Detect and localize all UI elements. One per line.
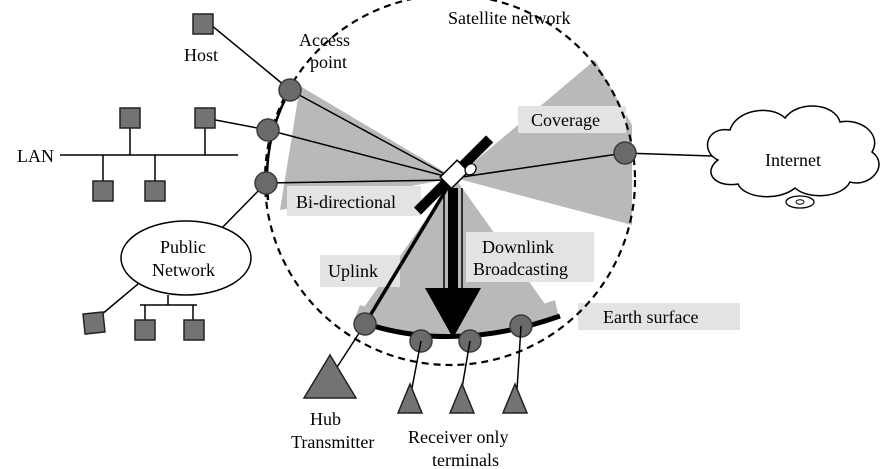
uplink-line — [363, 179, 454, 325]
receiver-line-3 — [516, 325, 522, 391]
access-point-node — [254, 171, 278, 195]
downlink-label-band — [466, 232, 594, 282]
downlink-arrow-head — [425, 288, 481, 338]
access-point-label: point — [310, 52, 347, 72]
hub-earth-node — [353, 312, 377, 336]
uplink-label-band — [320, 255, 400, 287]
receiver-line-2 — [461, 340, 471, 389]
access-point-node — [256, 118, 280, 142]
internet-gateway-node — [613, 141, 637, 165]
terminals-label: terminals — [432, 450, 499, 469]
host-icon — [192, 13, 214, 35]
public-network-label: Network — [152, 260, 215, 280]
link-internet-cloud — [624, 152, 713, 157]
link-ap1-satellite — [289, 89, 453, 179]
public-network-label: Public — [160, 237, 206, 257]
earth-surface-label-band — [578, 303, 740, 330]
link-satellite-internet — [454, 152, 626, 179]
link-ap2-satellite — [267, 129, 453, 179]
link-ap3-satellite — [265, 179, 453, 184]
bidirectional-label-band — [287, 186, 421, 216]
satellite-icon — [413, 135, 494, 215]
satellite-network-label: Satellite network — [448, 8, 570, 28]
bi-directional-label: Bi-directional — [296, 192, 396, 212]
receiver-terminal-icon — [396, 382, 424, 414]
public-network-link — [214, 182, 267, 236]
lan-label: LAN — [17, 146, 54, 166]
internet-disk-hole — [795, 199, 805, 205]
receiver-line-1 — [411, 340, 422, 389]
downlink-label: Downlink — [482, 237, 554, 257]
internet-label: Internet — [765, 150, 821, 170]
public-network-ellipse — [120, 220, 252, 296]
receiver-label: Receiver only — [408, 427, 508, 447]
broadcasting-label: Broadcasting — [473, 259, 568, 279]
coverage-beam-right — [455, 60, 632, 225]
receiver-terminal-icon — [448, 382, 476, 414]
receiver-terminal-icon — [501, 382, 529, 414]
coverage-earth-segment — [355, 300, 558, 335]
lan-node-icon — [119, 107, 141, 129]
hub-transmitter-icon — [302, 353, 358, 399]
lan-node-icon — [92, 180, 114, 202]
hub-label: Hub — [310, 409, 341, 429]
earth-surface-label: Earth surface — [603, 307, 698, 327]
internet-cloud-icon — [706, 105, 880, 198]
coverage-label: Coverage — [531, 110, 600, 130]
public-net-node-icon — [134, 319, 156, 341]
access-point-node — [278, 78, 302, 102]
access-point-label: Access — [299, 30, 350, 50]
public-net-node-icon — [82, 311, 106, 335]
transmitter-label: Transmitter — [291, 432, 374, 452]
public-net-node-icon — [183, 319, 205, 341]
uplink-label: Uplink — [328, 261, 378, 281]
coverage-beam-left — [280, 86, 455, 210]
lan-node-icon — [144, 180, 166, 202]
lan-node-icon — [194, 107, 216, 129]
downlink-arrow-shaft — [448, 188, 458, 288]
host-label: Host — [184, 45, 218, 65]
host-link — [204, 19, 291, 91]
coverage-label-band — [518, 106, 626, 133]
